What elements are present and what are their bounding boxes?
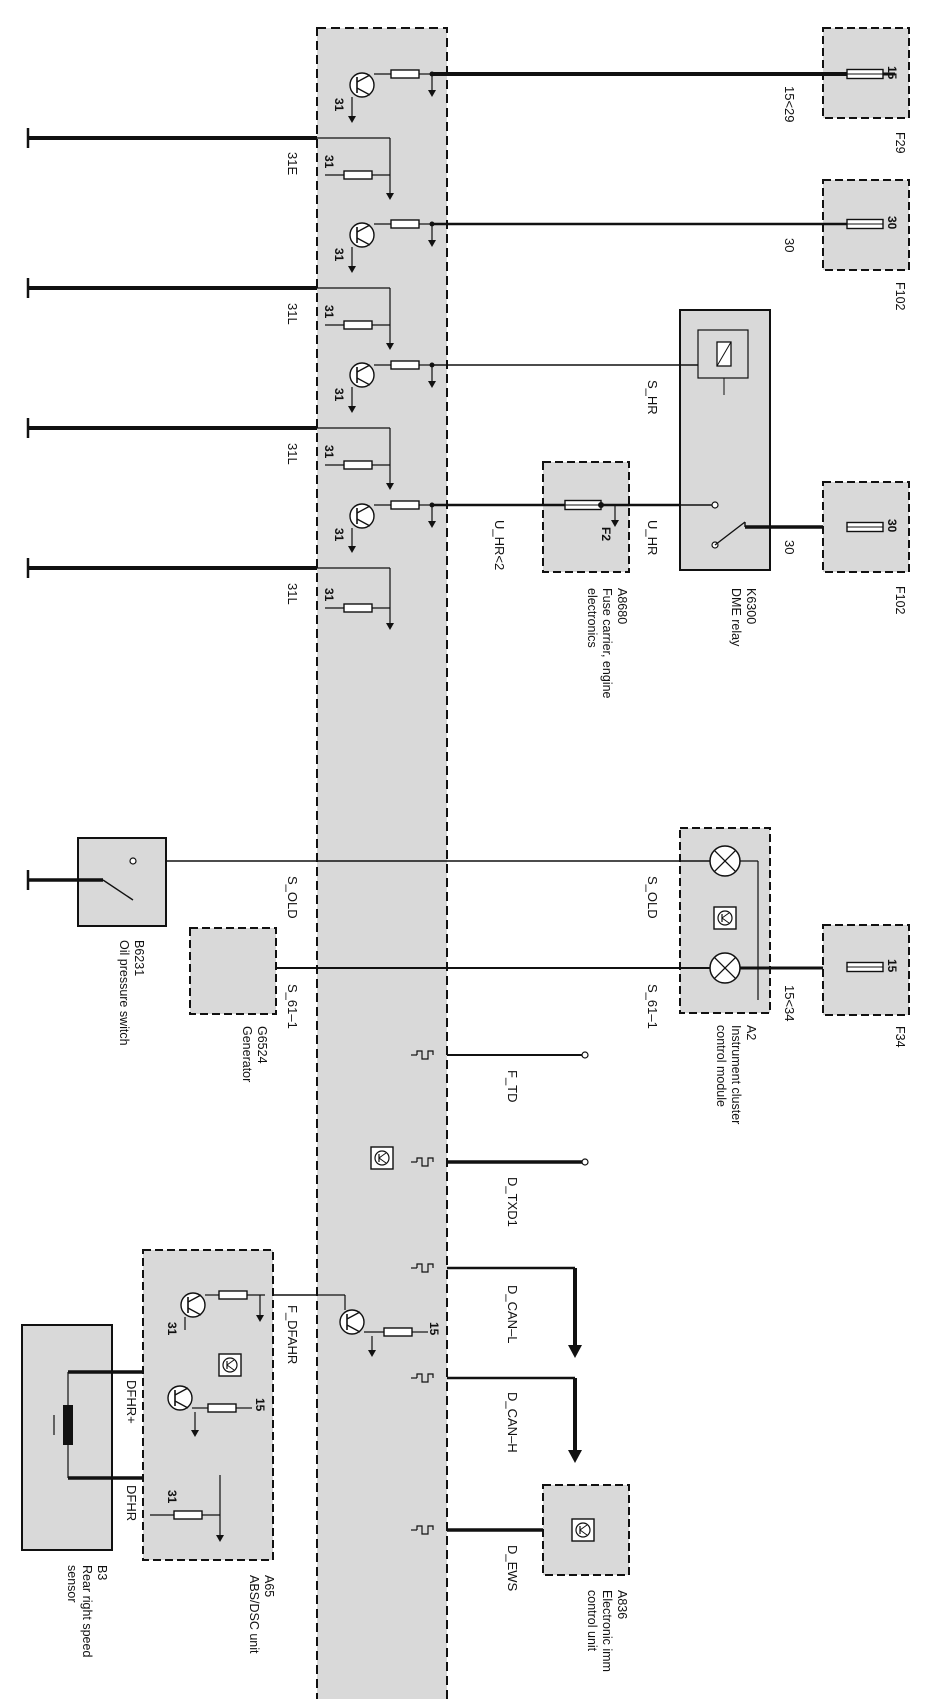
svg-text:31: 31	[332, 388, 346, 402]
svg-text:31: 31	[332, 248, 346, 262]
abs-resistor-3-icon	[173, 1510, 203, 1520]
wire-U_HR-label: U_HR	[645, 520, 660, 555]
A65-name: ABS/DSC unit	[247, 1575, 261, 1654]
wire-15-34-label: 15<34	[782, 985, 797, 1022]
oil-pressure-switch-box	[77, 837, 167, 927]
wire-S_HR-label: S_HR	[645, 380, 660, 415]
svg-text:31: 31	[165, 1322, 179, 1336]
fuse-F102b-icon	[846, 521, 884, 533]
fuse-F102a-icon	[846, 218, 884, 230]
B6231-name: Oil pressure switch	[117, 940, 131, 1046]
K6300-name: DME relay	[729, 588, 743, 647]
wire-F_DFAHR-label: F_DFAHR	[285, 1305, 300, 1364]
F2-label: F2	[599, 527, 613, 541]
G6524-name: Generator	[240, 1026, 254, 1082]
abs-chip-icon	[218, 1353, 242, 1377]
wire-DFHR-plus-label: DFHR+	[124, 1380, 139, 1424]
svg-text:31: 31	[165, 1490, 179, 1504]
wire-DFHR-label: DFHR	[124, 1485, 139, 1521]
B3-name-1: Rear right speed	[80, 1565, 94, 1657]
B6231-id: B6231	[132, 940, 146, 976]
svg-text:31: 31	[322, 445, 336, 459]
A2-name-2: control module	[714, 1025, 728, 1107]
B3-name-2: sensor	[65, 1565, 79, 1603]
wire-31L-2-label: 31L	[285, 443, 300, 465]
wire-D_CAN-H-label: D_CAN–H	[505, 1392, 520, 1453]
svg-text:31: 31	[322, 155, 336, 169]
immobilizer-chip-icon	[571, 1518, 595, 1542]
K6300-id: K6300	[744, 588, 758, 624]
driver-stage-2: 31 31	[317, 219, 436, 350]
wire-S_OLD-right-label: S_OLD	[645, 876, 660, 919]
wire-U_HR-2-label: U_HR<2	[492, 520, 507, 570]
wire-15-29-label: 15<29	[782, 86, 797, 123]
wire-30-b-label: 30	[782, 540, 797, 554]
fuse-F34-icon	[846, 961, 884, 973]
fuse-F29-icon	[846, 68, 884, 80]
abs-resistor-1-icon	[218, 1290, 248, 1300]
F29-label: F29	[893, 132, 907, 154]
A836-name-1: Electronic imm	[600, 1590, 614, 1672]
wire-S_OLD-left-label: S_OLD	[285, 876, 300, 919]
abs-transistor-1-icon	[180, 1292, 206, 1318]
F29-pin: 15	[885, 66, 899, 80]
generator-box	[189, 927, 277, 1015]
fuse-box-F102-b	[822, 481, 910, 573]
A836-id: A836	[615, 1590, 629, 1619]
F102b-pin: 30	[885, 519, 899, 533]
warning-lamp-oil-icon	[709, 845, 741, 877]
svg-text:15: 15	[253, 1398, 267, 1412]
ic-chip-icon	[713, 906, 737, 930]
main-unit-chip-icon	[370, 1146, 394, 1170]
wire-S_61-1-left-label: S_61–1	[285, 984, 300, 1029]
svg-text:15: 15	[427, 1322, 441, 1336]
A8680-name-1: Fuse carrier, engine	[600, 588, 614, 699]
wire-F_TD-label: F_TD	[505, 1070, 520, 1103]
B3-id: B3	[95, 1565, 109, 1580]
immobilizer-box	[542, 1484, 630, 1576]
fuse-F2-icon	[564, 499, 602, 511]
wire-D_TXD1-label: D_TXD1	[505, 1177, 520, 1227]
A2-name-1: Instrument cluster	[729, 1025, 743, 1124]
A8680-id: A8680	[615, 588, 629, 624]
G6524-id: G6524	[255, 1026, 269, 1064]
driver-stage-3: 31 31	[317, 360, 436, 490]
wire-30-a-label: 30	[782, 238, 797, 252]
driver-stage-1: 31 31	[317, 69, 436, 200]
A836-name-2: control unit	[585, 1590, 599, 1652]
svg-text:31: 31	[322, 588, 336, 602]
warning-lamp-charge-icon	[709, 952, 741, 984]
F34-label: F34	[893, 1026, 907, 1048]
fuse-carrier-box	[542, 461, 630, 573]
wire-31L-1-label: 31L	[285, 303, 300, 325]
A65-id: A65	[262, 1575, 276, 1597]
abs-resistor-2-icon	[207, 1403, 237, 1413]
wire-S_61-1-right-label: S_61–1	[645, 984, 660, 1029]
main-control-unit-box	[316, 27, 448, 1699]
wire-31L-3-label: 31L	[285, 583, 300, 605]
wire-D_EWS-label: D_EWS	[505, 1545, 520, 1592]
F34-pin: 15	[885, 959, 899, 973]
F102b-label: F102	[893, 586, 907, 615]
F102a-pin: 30	[885, 216, 899, 230]
A2-id: A2	[744, 1025, 758, 1040]
F102a-label: F102	[893, 282, 907, 311]
driver-stage-4: 31 31	[317, 500, 436, 630]
wire-D_CAN-L-label: D_CAN–L	[505, 1285, 520, 1344]
wire-31E-label: 31E	[285, 152, 300, 175]
abs-transistor-2-icon	[167, 1385, 193, 1411]
svg-text:31: 31	[322, 305, 336, 319]
svg-text:31: 31	[332, 98, 346, 112]
A8680-name-2: electronics	[585, 588, 599, 648]
driver-stage-dfahr: 15	[317, 1294, 441, 1357]
svg-text:31: 31	[332, 528, 346, 542]
